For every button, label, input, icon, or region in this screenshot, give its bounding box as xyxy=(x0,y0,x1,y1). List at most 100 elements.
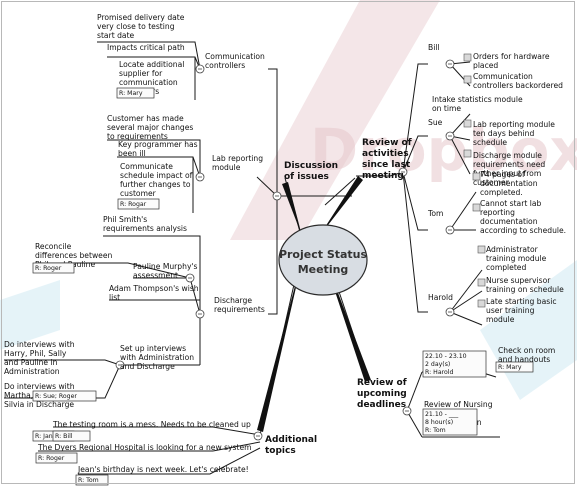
collapse-toggle[interactable] xyxy=(185,273,195,283)
topic-label: further changes to xyxy=(120,180,191,189)
topic-label: documentation xyxy=(480,217,538,226)
topic-node[interactable]: Bill xyxy=(428,43,440,52)
topic-label: Bill xyxy=(428,43,440,52)
topic-label: user training xyxy=(486,306,535,315)
resource-tag: R: Mary xyxy=(116,87,155,99)
resource-tag: R: Mary xyxy=(495,361,534,373)
collapse-toggle[interactable] xyxy=(445,307,455,317)
resource-tag-label: 21.10 - ___ xyxy=(425,411,459,418)
resource-tag-label: R: Tom xyxy=(425,427,446,434)
topic-label: Discharge module xyxy=(473,151,542,160)
topic-label: meeting xyxy=(362,171,404,181)
resource-tag: 22.10 - 23.102 day(s)R: Harold xyxy=(422,350,487,378)
topic-node[interactable]: Harold xyxy=(428,293,453,302)
watermark-band xyxy=(230,0,440,240)
collapse-toggle[interactable] xyxy=(445,131,455,141)
topic-label: since last xyxy=(362,160,411,170)
task-icon xyxy=(477,299,486,308)
topic-label: completed. xyxy=(480,188,523,197)
topic-label: activities xyxy=(362,149,409,159)
topic-node[interactable]: The Dyers Regional Hospital is looking f… xyxy=(37,443,252,452)
collapse-toggle[interactable] xyxy=(195,309,205,319)
topic-label: Pauline Murphy's xyxy=(133,262,198,271)
resource-tag-label: R: Rogar xyxy=(120,201,147,208)
topic-node[interactable]: Tom xyxy=(427,209,443,218)
topic-label: Sue xyxy=(428,118,443,127)
topic-node[interactable]: Cannot start labreportingdocumentationac… xyxy=(480,199,566,235)
central-topic-label: Meeting xyxy=(298,263,349,276)
topic-label: 74 pages of xyxy=(480,170,525,179)
topic-label: Reconcile xyxy=(35,242,72,251)
topic-label: Locate additional xyxy=(119,60,184,69)
topic-label: and Pauline in xyxy=(4,358,58,367)
collapse-toggle[interactable] xyxy=(445,59,455,69)
topic-node[interactable]: The testing room is a mess. Needs to be … xyxy=(52,420,251,429)
collapse-toggle[interactable] xyxy=(195,64,205,74)
resource-tag-label: R: Roger xyxy=(38,455,65,462)
topic-label: deadlines xyxy=(357,400,406,410)
resource-tag: 21.10 - ___8 hour(s)R: Tom xyxy=(422,408,478,436)
task-icon xyxy=(472,172,481,181)
topic-label: and handouts xyxy=(498,355,550,364)
topic-label: training on schedule xyxy=(486,285,564,294)
collapse-toggle[interactable] xyxy=(398,167,408,177)
topic-label: requirements xyxy=(214,305,265,314)
topic-label: module xyxy=(212,163,241,172)
topic-node[interactable]: Sue xyxy=(428,118,443,127)
topic-label: communication xyxy=(119,78,178,87)
topic-label: completed xyxy=(486,263,526,272)
topic-label: Administration xyxy=(4,367,60,376)
collapse-toggle[interactable] xyxy=(195,172,205,182)
topic-label: Discussion xyxy=(284,161,338,171)
topic-label: Communication xyxy=(205,52,265,61)
topic-label: requirements analysis xyxy=(103,224,187,233)
topic-label: Phil Smith's xyxy=(103,215,147,224)
collapse-toggle[interactable] xyxy=(402,406,412,416)
topic-label: supplier for xyxy=(119,69,163,78)
topic-label: Late starting basic xyxy=(486,297,557,306)
central-topic-ellipse[interactable] xyxy=(278,224,368,296)
resource-tag-label: 2 day(s) xyxy=(425,361,450,368)
collapse-toggle[interactable] xyxy=(115,360,125,370)
resource-tag: R: Sue; Roger xyxy=(32,390,97,402)
topic-node[interactable]: Impacts critical path xyxy=(107,43,185,52)
collapse-toggle[interactable] xyxy=(272,191,282,201)
resource-tag-label: 22.10 - 23.10 xyxy=(425,353,467,360)
collapse-toggle[interactable] xyxy=(445,225,455,235)
topic-label: Do interviews with xyxy=(4,382,75,391)
resource-tag-label: R: Sue; Roger xyxy=(35,393,77,400)
topic-node[interactable]: Jean's birthday is next week. Let's cele… xyxy=(77,465,249,474)
topic-label: Review of Nursing xyxy=(424,400,493,409)
topic-label: The testing room is a mess. Needs to be … xyxy=(52,420,251,429)
topic-label: Do interviews with xyxy=(4,340,75,349)
collapse-toggle[interactable] xyxy=(253,431,263,441)
topic-label: customer xyxy=(473,178,510,187)
topic-label: placed xyxy=(473,61,498,70)
